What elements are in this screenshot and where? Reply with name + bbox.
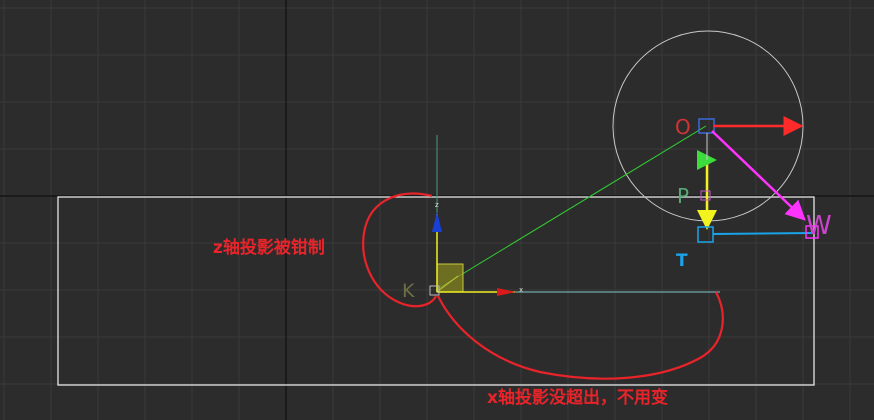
gizmo-x-label: x (519, 286, 523, 294)
gizmo-z-label: z (435, 201, 439, 209)
pivot-diag (437, 275, 459, 292)
p-point-marker[interactable] (700, 190, 711, 201)
point-label-t: T (676, 251, 688, 271)
point-label-o: O (675, 115, 691, 139)
point-label-p: P (677, 184, 689, 208)
point-label-k: K (402, 280, 415, 302)
annotation-z-clamped: z轴投影被钳制 (213, 237, 325, 258)
bounding-box[interactable] (57, 196, 815, 386)
x-projection-annotation-curve (437, 291, 724, 380)
pivot-x-arrowhead (497, 288, 516, 296)
pivot-z-arrowhead (432, 212, 442, 232)
t-to-w-line (712, 232, 813, 235)
t-point-marker[interactable] (697, 226, 714, 243)
w-point-marker[interactable] (805, 225, 819, 239)
w-vector-arrow (711, 130, 806, 221)
annotation-x-not-exceed: x轴投影没超出，不用变 (487, 387, 668, 408)
k-to-o-line (435, 125, 707, 291)
o-point-marker[interactable] (698, 118, 715, 134)
point-label-w: W (806, 211, 832, 241)
z-clamp-annotation-curve (362, 192, 437, 308)
k-point-marker[interactable] (429, 285, 440, 296)
pivot-plane-handle[interactable] (436, 263, 464, 293)
